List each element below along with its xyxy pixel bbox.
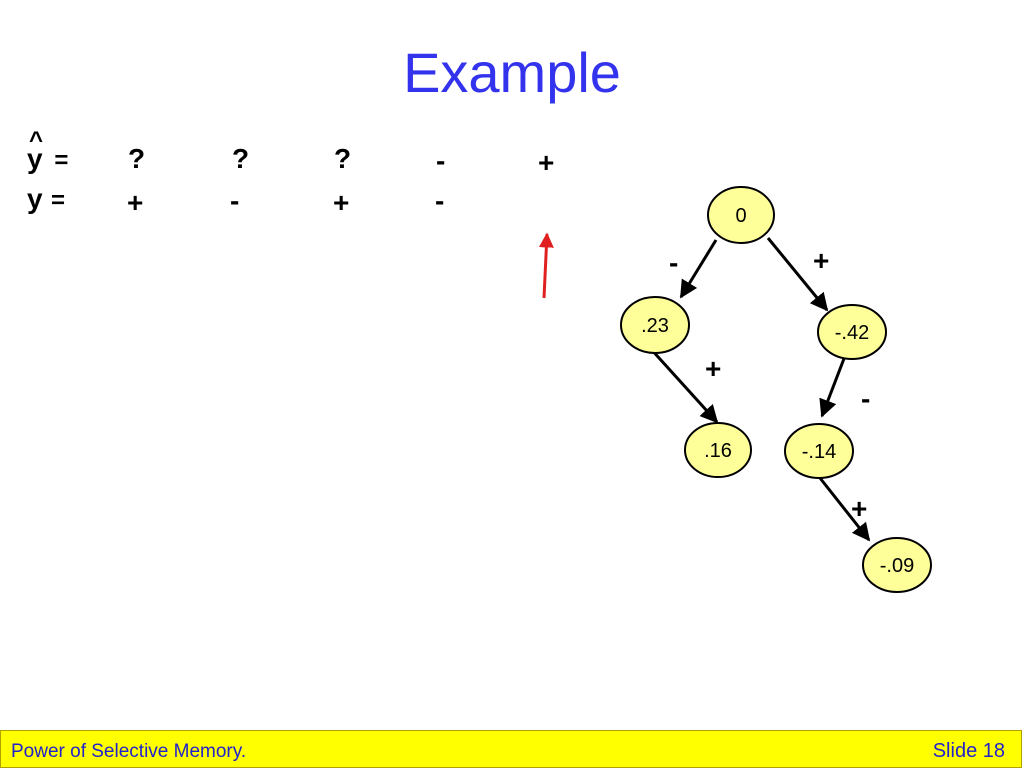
tree-edge-0-1 bbox=[679, 239, 718, 299]
label-value-1: + bbox=[127, 187, 144, 218]
prediction-value-5: + bbox=[538, 147, 555, 178]
up-arrow-icon bbox=[538, 232, 554, 299]
tree-node-2: -.42 bbox=[817, 304, 887, 360]
tree-node-3: .16 bbox=[684, 422, 752, 478]
slide-number: Slide 18 bbox=[932, 740, 1005, 762]
tree-node-3-label: .16 bbox=[704, 440, 732, 462]
label-value-2: - bbox=[230, 185, 240, 216]
prediction-value-2: ? bbox=[232, 143, 250, 174]
prediction-equals: = bbox=[54, 147, 69, 174]
y-letter: y bbox=[27, 183, 43, 214]
label-row-label: y = bbox=[27, 185, 65, 213]
y-hat-letter: y bbox=[27, 143, 43, 174]
slide-footer: Power of Selective Memory. Slide 18 bbox=[0, 730, 1022, 768]
tree-node-1-label: .23 bbox=[641, 315, 669, 337]
tree-edge-4-5 bbox=[818, 477, 871, 542]
y-hat-symbol: y ^ bbox=[27, 129, 50, 174]
prediction-value-3: ? bbox=[334, 143, 352, 174]
edge-label-0-1: - bbox=[669, 247, 679, 278]
tree-node-4: -.14 bbox=[784, 423, 854, 479]
label-value-4: - bbox=[435, 185, 445, 216]
tree-node-2-label: -.42 bbox=[835, 322, 869, 344]
tree-node-1: .23 bbox=[620, 296, 690, 354]
tree-node-5: -.09 bbox=[862, 537, 932, 593]
edge-label-2-4: - bbox=[861, 383, 871, 414]
tree-diagram: 0 .23 -.42 .16 -.14 -.09 bbox=[538, 186, 932, 593]
hat-accent: ^ bbox=[29, 127, 44, 154]
prediction-row-label: y ^ = bbox=[27, 129, 69, 174]
tree-edge-0-2 bbox=[766, 237, 829, 312]
tree-edge-2-4 bbox=[819, 355, 847, 418]
tree-edge-1-3 bbox=[648, 346, 719, 424]
edge-label-1-3: + bbox=[705, 353, 722, 384]
footer-title: Power of Selective Memory. bbox=[11, 741, 247, 762]
tree-node-4-label: -.14 bbox=[802, 441, 836, 463]
slide-title: Example bbox=[403, 41, 621, 104]
tree-node-0: 0 bbox=[707, 186, 775, 244]
tree-node-5-label: -.09 bbox=[880, 555, 914, 577]
prediction-value-1: ? bbox=[128, 143, 146, 174]
label-equals: = bbox=[51, 187, 66, 214]
prediction-value-4: - bbox=[436, 145, 446, 176]
edge-label-4-5: + bbox=[851, 493, 868, 524]
edge-label-0-2: + bbox=[813, 245, 830, 276]
tree-node-0-label: 0 bbox=[735, 205, 746, 227]
label-value-3: + bbox=[333, 187, 350, 218]
